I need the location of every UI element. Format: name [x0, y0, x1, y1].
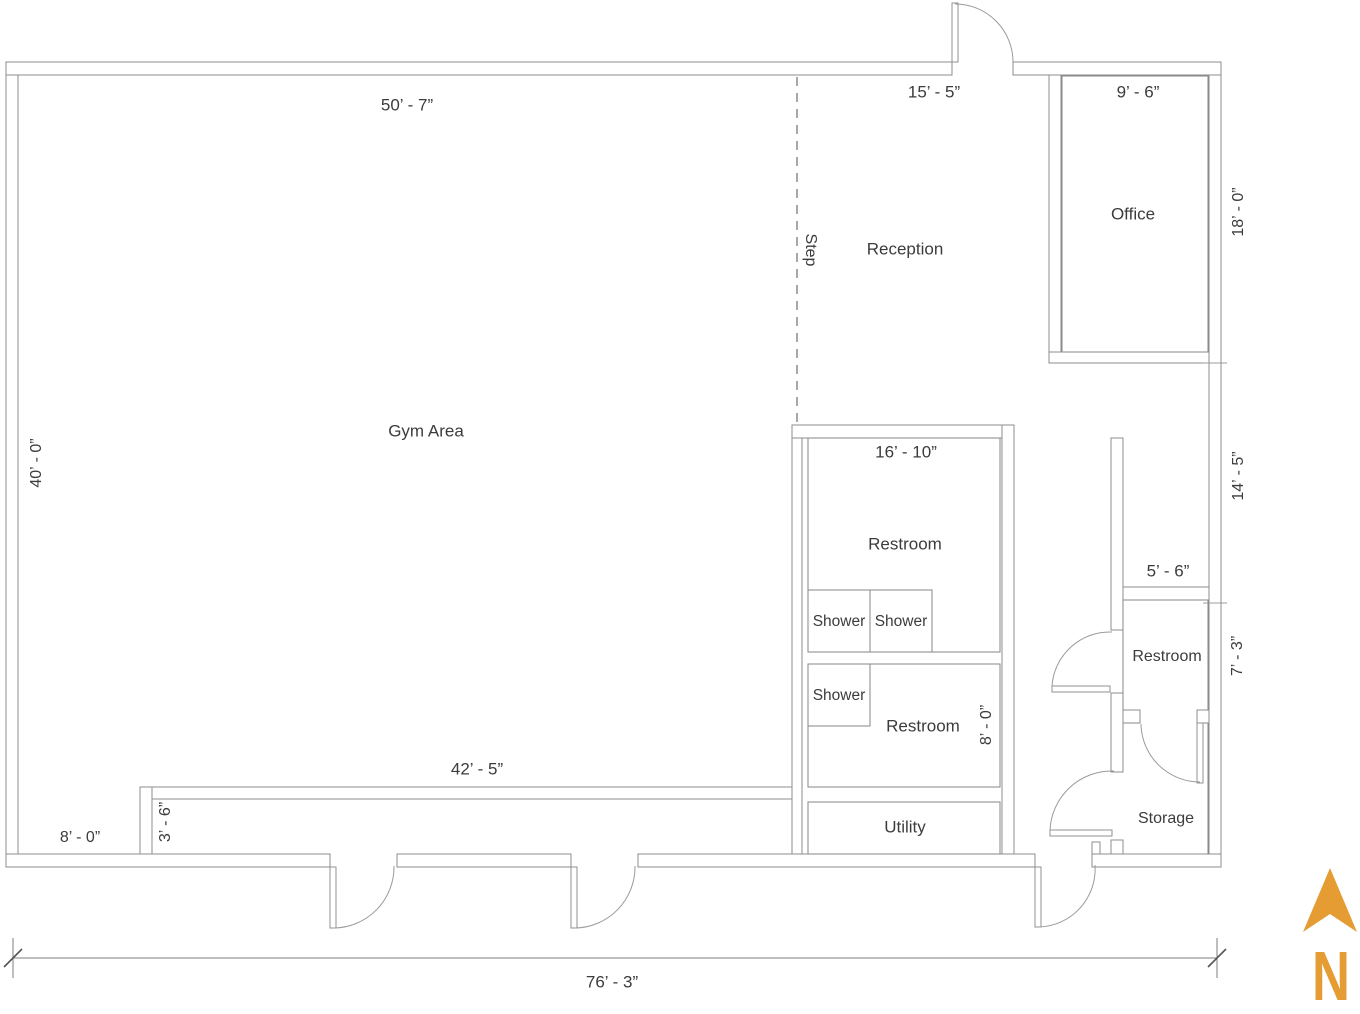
room-label-storage: Storage	[1138, 810, 1194, 827]
labels: 50’ - 7” 40’ - 0” Gym Area 15’ - 5” Rece…	[28, 82, 1247, 991]
door-leaf	[329, 866, 337, 929]
room-label-restroom-main: Restroom	[868, 534, 942, 553]
door-swing-arc	[1038, 864, 1096, 928]
shower-stall-outline	[807, 663, 871, 727]
room-label-office: Office	[1111, 204, 1155, 223]
door-swing-arc	[1051, 631, 1113, 687]
wall-segment	[1110, 437, 1124, 631]
doors	[329, 2, 1204, 929]
north-arrow-icon	[1303, 868, 1357, 932]
wall-segment	[139, 786, 801, 800]
storage-room-outline	[1123, 722, 1209, 854]
wall-segment	[1012, 61, 1222, 76]
dim-overall-width: 76’ - 3”	[586, 972, 639, 991]
room-label-utility: Utility	[884, 817, 926, 836]
wall-segment	[791, 424, 1015, 439]
dim-restroom-small-height: 8’ - 0”	[978, 705, 995, 745]
wall-segment	[1091, 853, 1222, 868]
door-swing-arc	[1140, 723, 1201, 783]
room-label-reception: Reception	[867, 239, 944, 258]
door-leaf	[951, 2, 959, 63]
door-swing-arc	[954, 3, 1014, 63]
room-label-shower: Shower	[813, 613, 866, 630]
dim-gym-height: 40’ - 0”	[28, 438, 45, 487]
door-swing-arc	[574, 865, 636, 929]
wall-segment	[5, 61, 19, 868]
dim-corridor-length: 42’ - 5”	[451, 759, 504, 778]
room-label-gym: Gym Area	[388, 421, 464, 440]
dim-restroom-right-height: 7’ - 3”	[1229, 636, 1246, 676]
door-swing-arc	[1049, 770, 1115, 831]
north-arrow: N	[1303, 868, 1357, 1014]
wall-segment	[1196, 709, 1210, 724]
wall-segment	[1122, 586, 1210, 601]
dimension-tick-slash	[1207, 948, 1227, 968]
door-leaf	[570, 866, 578, 929]
utility-room-outline	[807, 801, 1001, 855]
dim-corridor-width: 3’ - 6”	[157, 802, 174, 842]
wall-segment	[396, 853, 572, 868]
wall-segment	[791, 424, 803, 855]
wall-segment	[1208, 61, 1222, 868]
room-outlines	[807, 75, 1209, 855]
wall-segment	[1110, 692, 1124, 773]
room-label-restroom-small: Restroom	[886, 716, 960, 735]
wall-segment	[1048, 351, 1210, 364]
dimension-tick-slash	[3, 948, 23, 968]
wall-segment	[1110, 839, 1124, 855]
dim-reception-width: 15’ - 5”	[908, 82, 961, 101]
door-swing-arc	[333, 865, 395, 929]
door-leaf	[1034, 866, 1042, 928]
restroom-right-outline	[1122, 599, 1209, 710]
door-leaf	[1196, 722, 1204, 784]
wall-segment	[1122, 709, 1141, 724]
dim-gym-width: 50’ - 7”	[381, 95, 434, 114]
wall-segment	[5, 853, 331, 868]
wall-segment	[1091, 841, 1101, 855]
office-room-outline	[1061, 75, 1209, 353]
wall-segment	[5, 61, 953, 76]
dim-office-width: 9’ - 6”	[1117, 82, 1160, 101]
room-label-shower: Shower	[875, 613, 928, 630]
dim-restroom-main-width: 16’ - 10”	[875, 442, 937, 461]
wall-segment	[1001, 424, 1015, 855]
wall-segment	[1048, 74, 1062, 364]
shower-stall-outline	[869, 589, 933, 653]
dimension-ticks	[1203, 362, 1227, 604]
dim-office-height: 18’ - 0”	[1230, 187, 1247, 236]
dim-hall-height: 14’ - 5”	[1230, 451, 1247, 500]
dim-west-section-width: 8’ - 0”	[60, 829, 100, 846]
north-letter: N	[1312, 937, 1350, 1014]
dim-vestibule-width: 5’ - 6”	[1147, 561, 1190, 580]
room-label-shower: Shower	[813, 687, 866, 704]
interior-walls	[139, 74, 1210, 855]
door-leaf	[1049, 829, 1113, 837]
overall-dimension-line	[3, 938, 1227, 978]
exterior-walls	[5, 61, 1222, 868]
room-label-restroom-right: Restroom	[1132, 648, 1201, 665]
wall-segment	[637, 853, 1036, 868]
door-leaf	[1051, 685, 1111, 693]
wall-segment	[139, 786, 153, 855]
step-label: Step	[802, 234, 819, 267]
